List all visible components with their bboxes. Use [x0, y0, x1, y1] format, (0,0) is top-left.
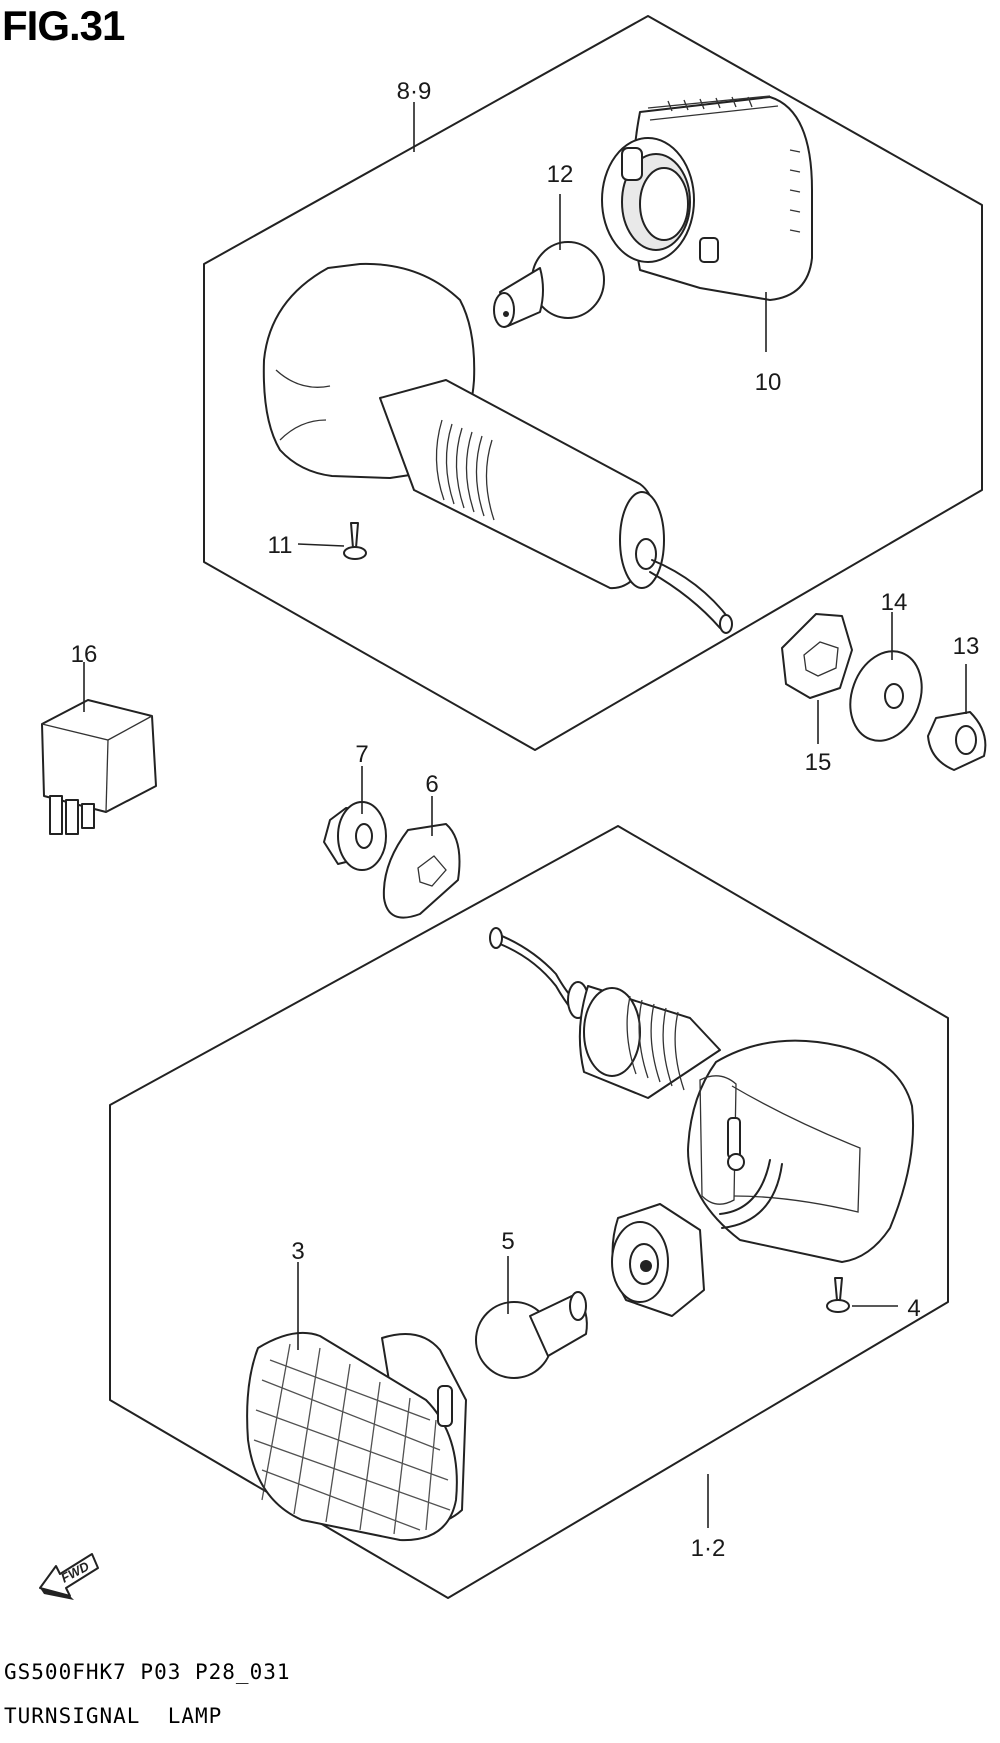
upper-assembly-frame — [203, 15, 983, 751]
callout-15: 15 — [805, 749, 832, 776]
rear-bulb-part — [493, 241, 605, 328]
collar-7-part — [323, 801, 387, 871]
diagram-caption: TURNSIGNAL LAMP — [4, 1704, 223, 1728]
callout-1-2: 1·2 — [691, 1535, 726, 1562]
leader-lines — [83, 102, 967, 1528]
figure-title: FIG.31 — [2, 2, 125, 49]
nut-13-part — [927, 711, 987, 771]
callout-4: 4 — [907, 1295, 920, 1322]
callout-5: 5 — [501, 1228, 514, 1255]
callout-8-9: 8·9 — [397, 78, 432, 105]
front-bulb-part — [475, 1291, 588, 1379]
washer-14-part — [849, 650, 923, 742]
front-turn-signal-body-part — [489, 927, 915, 1263]
front-socket-part — [611, 1203, 705, 1317]
callout-11: 11 — [268, 532, 293, 559]
washer-15-part — [781, 613, 853, 699]
callout-16: 16 — [71, 641, 98, 668]
grommet-6-part — [382, 823, 461, 919]
callout-10: 10 — [755, 369, 782, 396]
callout-14: 14 — [881, 589, 908, 616]
callout-6: 6 — [425, 771, 438, 798]
rear-turn-signal-body-part — [262, 262, 733, 634]
callout-7: 7 — [355, 741, 368, 768]
relay-16-part — [41, 699, 157, 835]
fwd-arrow-icon: FWD — [39, 1553, 99, 1600]
screw-4-part — [826, 1277, 850, 1313]
model-code-footer: GS500FHK7 P03 P28_031 — [4, 1660, 291, 1684]
screw-11-part — [343, 522, 367, 560]
front-lens-part — [246, 1331, 467, 1542]
lower-assembly-frame — [109, 825, 949, 1599]
callout-13: 13 — [953, 633, 980, 660]
callout-12: 12 — [547, 161, 574, 188]
rear-lens-housing-part — [601, 95, 813, 301]
callout-3: 3 — [291, 1238, 304, 1265]
